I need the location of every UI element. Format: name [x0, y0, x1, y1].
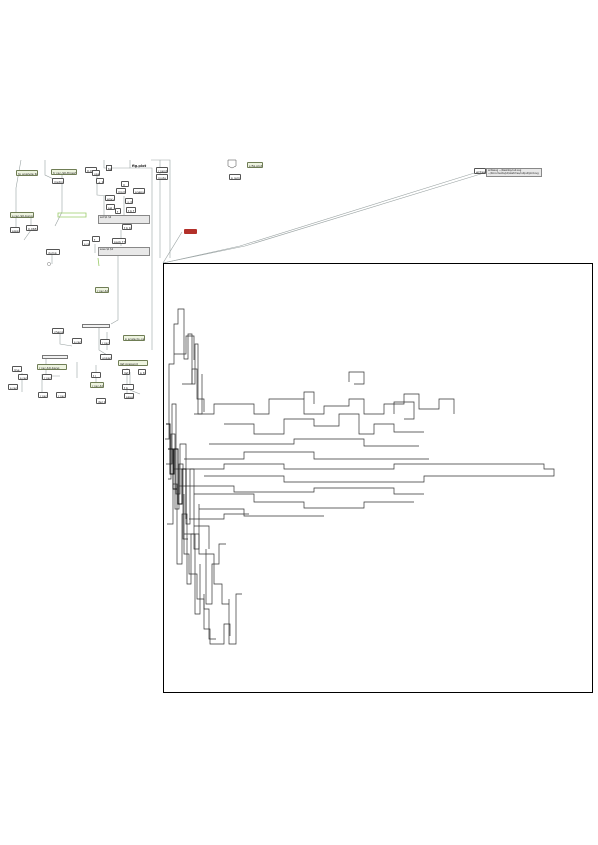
plot-trace	[165, 308, 555, 645]
patch-object[interactable]: env~	[105, 195, 115, 201]
patch-object[interactable]: snapshot~	[133, 188, 145, 194]
message-box-set[interactable]: set $1 $2	[98, 215, 150, 224]
patch-object[interactable]: t b	[122, 384, 134, 390]
patch-object[interactable]: open	[92, 170, 100, 176]
patch-object[interactable]: s fig.plot	[247, 162, 263, 168]
patch-object[interactable]: unpack f f	[100, 354, 112, 360]
patch-object[interactable]: p remap	[229, 174, 241, 180]
patch-object[interactable]: > 0	[125, 198, 133, 204]
patch-object[interactable]: sel 1	[106, 204, 115, 210]
patch-object[interactable]: route	[156, 174, 168, 180]
patch-object[interactable]: mod	[116, 188, 126, 194]
patch-object[interactable]: metro	[52, 178, 64, 184]
number-box[interactable]: 0	[121, 181, 129, 187]
patch-object[interactable]: t l	[91, 372, 101, 378]
patch-object[interactable]: line	[12, 366, 22, 372]
patch-object[interactable]: r rec-$0-level	[95, 287, 109, 293]
patch-object[interactable]: savepanel	[124, 393, 134, 399]
patch-object[interactable]: r render	[156, 167, 168, 173]
record-button[interactable]	[184, 229, 197, 234]
patch-object[interactable]: spigot	[10, 227, 20, 233]
patch-object[interactable]: s rec-$0-bang-level	[10, 212, 34, 218]
patch-object[interactable]: change	[52, 328, 64, 334]
number-box[interactable]: 0.068	[26, 225, 38, 231]
toggle[interactable]: tgl	[106, 165, 112, 171]
patch-object[interactable]: del 100	[96, 398, 106, 404]
patch-object[interactable]: f	[115, 208, 121, 214]
patch-object[interactable]: s rec-$0-clear	[8, 384, 18, 390]
patch-object[interactable]: + 1	[96, 178, 104, 184]
patch-object[interactable]: s rec-$0-path	[82, 240, 90, 246]
patch-object[interactable]: list prepend	[118, 360, 148, 366]
message-box-save[interactable]: save $1 $2	[98, 247, 150, 256]
patch-object[interactable]: s rec-$0-draw	[18, 374, 28, 380]
patch-object[interactable]: t b b	[122, 224, 132, 230]
toggle-label: tgl	[108, 167, 112, 171]
patch-object[interactable]: r rec-$0-draw	[42, 374, 52, 380]
patch-object[interactable]: pack f f	[112, 238, 126, 244]
patch-object[interactable]: p scale-to-canvas	[123, 335, 145, 341]
patch-object[interactable]: p trace	[138, 369, 146, 375]
patch-object[interactable]: t b f	[126, 207, 136, 213]
horizontal-slider[interactable]	[42, 355, 68, 359]
patch-object[interactable]: list trim	[122, 369, 130, 375]
patch-object[interactable]: r rec-$0-xy	[100, 339, 110, 345]
patch-object[interactable]: r rec-$0-bang	[90, 382, 104, 388]
patch-object[interactable]: r rec-$0-clear	[38, 392, 48, 398]
patch-object[interactable]: r rec-$0-save	[56, 392, 66, 398]
patch-object[interactable]: s rec-$0-xy	[72, 338, 82, 344]
horizontal-slider[interactable]	[82, 324, 110, 328]
patch-object[interactable]: dump	[46, 249, 60, 255]
number-box[interactable]: f	[92, 236, 100, 242]
patch-object[interactable]: [p analyze $0]	[16, 170, 38, 176]
patch-header-label: fig.plot	[132, 164, 147, 168]
patch-object[interactable]: r rec-$0-bang	[37, 364, 67, 370]
patch-object[interactable]: [r rec-$0-threshold]	[51, 169, 77, 175]
message-box-path[interactable]: writesvg ~/Desktop/out.svg ~/Documents/p…	[486, 168, 542, 177]
patch-object[interactable]: writesvg	[474, 168, 486, 174]
plot-canvas	[163, 263, 593, 693]
